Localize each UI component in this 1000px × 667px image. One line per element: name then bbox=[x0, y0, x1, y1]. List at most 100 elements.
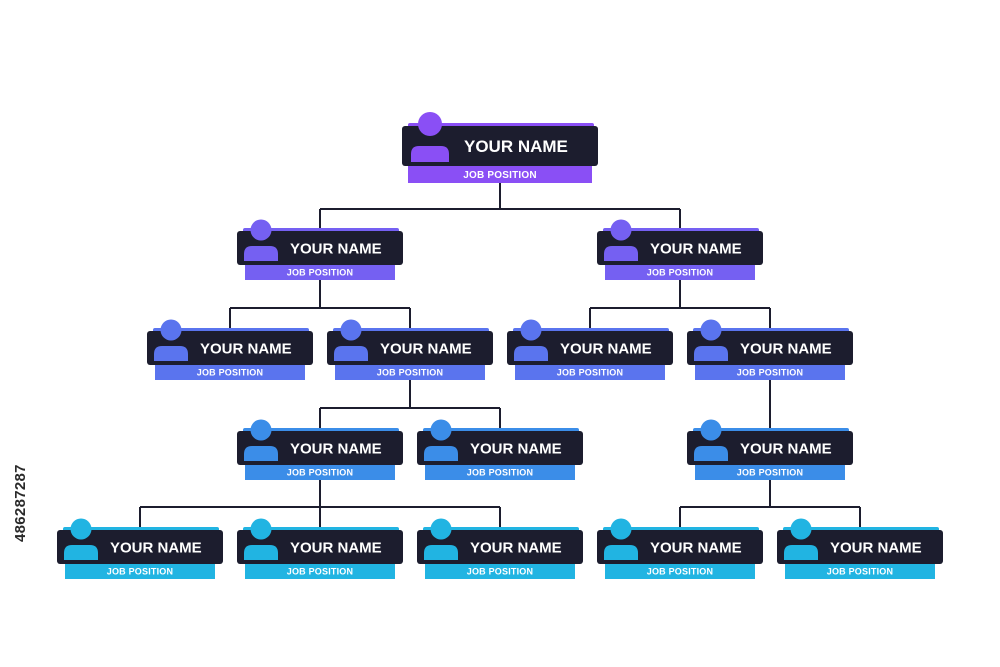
node-position: JOB POSITION bbox=[287, 567, 353, 577]
org-node: YOUR NAME JOB POSITION bbox=[327, 319, 493, 380]
node-name: YOUR NAME bbox=[740, 440, 832, 457]
node-position: JOB POSITION bbox=[467, 468, 533, 478]
org-node: YOUR NAME JOB POSITION bbox=[777, 518, 943, 579]
node-name: YOUR NAME bbox=[560, 340, 652, 357]
org-nodes: YOUR NAME JOB POSITION YOUR NAME JOB POSITI… bbox=[57, 112, 943, 579]
name-card bbox=[237, 530, 403, 564]
person-icon-head bbox=[700, 419, 722, 441]
node-name: YOUR NAME bbox=[830, 539, 922, 556]
person-icon-body bbox=[244, 545, 278, 560]
node-name: YOUR NAME bbox=[470, 539, 562, 556]
person-icon bbox=[154, 319, 188, 361]
person-icon-head bbox=[790, 518, 812, 540]
node-name: YOUR NAME bbox=[740, 340, 832, 357]
person-icon bbox=[64, 518, 98, 560]
person-icon-head bbox=[418, 112, 442, 136]
name-card bbox=[237, 231, 403, 265]
connector-lines bbox=[139, 183, 861, 534]
node-name: YOUR NAME bbox=[290, 440, 382, 457]
node-name: YOUR NAME bbox=[464, 137, 568, 156]
person-icon-head bbox=[160, 319, 182, 341]
node-position: JOB POSITION bbox=[827, 567, 893, 577]
org-node: YOUR NAME JOB POSITION bbox=[687, 419, 853, 480]
person-icon bbox=[694, 419, 728, 461]
person-icon-body bbox=[694, 346, 728, 361]
node-position: JOB POSITION bbox=[557, 368, 623, 378]
node-name: YOUR NAME bbox=[110, 539, 202, 556]
person-icon bbox=[244, 219, 278, 261]
person-icon-body bbox=[694, 446, 728, 461]
name-card bbox=[147, 331, 313, 365]
person-icon-body bbox=[411, 146, 449, 162]
person-icon-head bbox=[520, 319, 542, 341]
person-icon bbox=[514, 319, 548, 361]
person-icon bbox=[604, 219, 638, 261]
name-card bbox=[237, 431, 403, 465]
name-card bbox=[507, 331, 673, 365]
node-name: YOUR NAME bbox=[380, 340, 472, 357]
name-card bbox=[327, 331, 493, 365]
name-card bbox=[417, 431, 583, 465]
person-icon-body bbox=[334, 346, 368, 361]
position-band bbox=[65, 564, 215, 579]
position-band bbox=[245, 465, 395, 480]
position-band bbox=[695, 365, 845, 380]
person-icon-head bbox=[70, 518, 92, 540]
node-position: JOB POSITION bbox=[463, 170, 537, 181]
node-position: JOB POSITION bbox=[647, 268, 713, 278]
person-icon-body bbox=[604, 246, 638, 261]
node-position: JOB POSITION bbox=[377, 368, 443, 378]
person-icon bbox=[244, 518, 278, 560]
name-card bbox=[597, 231, 763, 265]
person-icon-body bbox=[64, 545, 98, 560]
node-position: JOB POSITION bbox=[737, 368, 803, 378]
name-card bbox=[687, 331, 853, 365]
person-icon-head bbox=[250, 419, 272, 441]
node-position: JOB POSITION bbox=[467, 567, 533, 577]
position-band bbox=[605, 265, 755, 280]
node-position: JOB POSITION bbox=[197, 368, 263, 378]
node-position: JOB POSITION bbox=[287, 468, 353, 478]
person-icon-body bbox=[514, 346, 548, 361]
person-icon-body bbox=[244, 446, 278, 461]
name-card bbox=[402, 126, 598, 166]
person-icon-body bbox=[154, 346, 188, 361]
position-band bbox=[515, 365, 665, 380]
person-icon-head bbox=[250, 518, 272, 540]
position-band bbox=[425, 564, 575, 579]
person-icon-head bbox=[430, 419, 452, 441]
org-node: YOUR NAME JOB POSITION bbox=[237, 419, 403, 480]
stock-image-id: 486287287 bbox=[12, 464, 29, 542]
person-icon bbox=[334, 319, 368, 361]
person-icon-head bbox=[700, 319, 722, 341]
person-icon bbox=[244, 419, 278, 461]
name-card bbox=[57, 530, 223, 564]
node-position: JOB POSITION bbox=[647, 567, 713, 577]
node-position: JOB POSITION bbox=[737, 468, 803, 478]
person-icon-body bbox=[244, 246, 278, 261]
org-node: YOUR NAME JOB POSITION bbox=[507, 319, 673, 380]
person-icon bbox=[694, 319, 728, 361]
person-icon-head bbox=[340, 319, 362, 341]
person-icon-body bbox=[604, 545, 638, 560]
org-node: YOUR NAME JOB POSITION bbox=[402, 112, 598, 183]
person-icon bbox=[424, 419, 458, 461]
person-icon-head bbox=[610, 518, 632, 540]
person-icon-head bbox=[250, 219, 272, 241]
position-band bbox=[785, 564, 935, 579]
position-band bbox=[425, 465, 575, 480]
name-card bbox=[687, 431, 853, 465]
person-icon bbox=[784, 518, 818, 560]
person-icon bbox=[411, 112, 449, 162]
node-position: JOB POSITION bbox=[287, 268, 353, 278]
org-node: YOUR NAME JOB POSITION bbox=[687, 319, 853, 380]
node-name: YOUR NAME bbox=[650, 539, 742, 556]
position-band bbox=[408, 166, 592, 183]
node-name: YOUR NAME bbox=[290, 240, 382, 257]
person-icon-body bbox=[784, 545, 818, 560]
person-icon-head bbox=[430, 518, 452, 540]
org-node: YOUR NAME JOB POSITION bbox=[417, 518, 583, 579]
